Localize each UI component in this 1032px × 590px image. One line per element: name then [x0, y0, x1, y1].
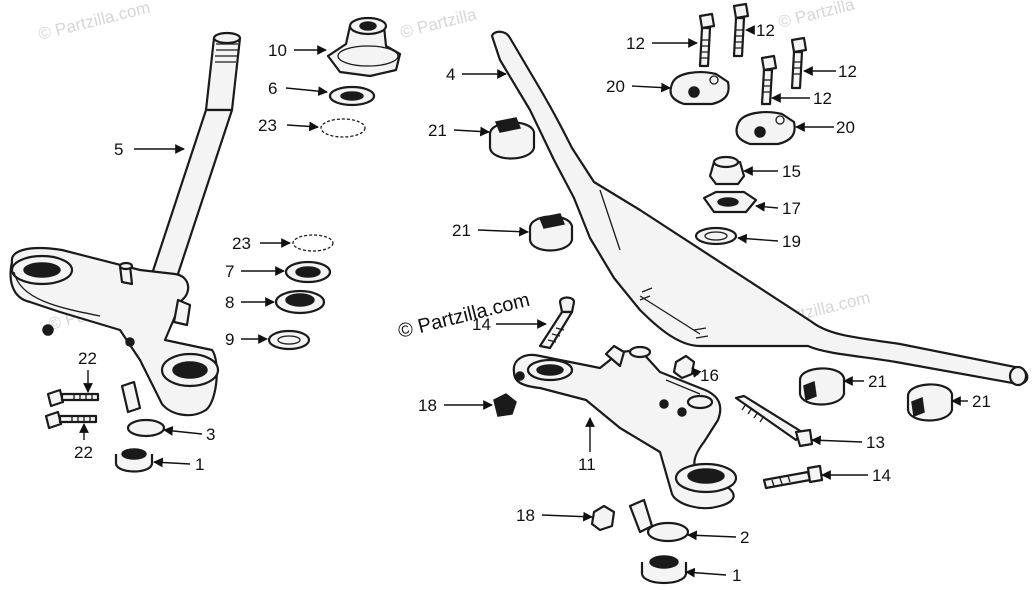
callout-label-c6a: 6 [268, 79, 277, 98]
callout-leader-c1a [153, 457, 191, 468]
callout-label-c23b: 23 [232, 234, 251, 253]
callout-leader-c17 [755, 201, 779, 212]
callout-label-c22a: 22 [78, 349, 97, 368]
callout-label-c21b: 21 [452, 221, 471, 240]
steering-stem [148, 31, 242, 282]
callout-label-c14b: 14 [872, 466, 891, 485]
bolt-14-upper [538, 296, 576, 350]
callout-labels: 1062352378922223142121141811181212121220… [74, 21, 991, 585]
bolt-12-d [790, 36, 808, 90]
callout-label-c20a: 20 [606, 77, 625, 96]
handlebar-holder-upper-a [669, 71, 730, 106]
callout-label-c21c: 21 [868, 372, 887, 391]
callout-label-c14a: 14 [472, 315, 491, 334]
nut-18-lower [590, 504, 616, 532]
callout-label-c16: 16 [700, 366, 719, 385]
callout-leader-c23a [286, 121, 319, 132]
callout-label-c18a: 18 [418, 396, 437, 415]
bolt-22-upper [46, 388, 100, 408]
callout-label-c9: 9 [225, 330, 234, 349]
handlebar [490, 30, 1029, 387]
dust-seal-1-left [114, 448, 154, 473]
callout-leader-c16 [691, 367, 702, 378]
callout-label-c20b: 20 [836, 118, 855, 137]
callout-label-c12c: 12 [838, 62, 857, 81]
callout-label-c18b: 18 [516, 506, 535, 525]
headlight-clamp-3 [120, 380, 166, 438]
fork-bridge-lower [9, 247, 220, 417]
callout-label-c7: 7 [225, 262, 234, 281]
bearing-race-8 [274, 289, 326, 315]
callout-leader-c13 [811, 435, 863, 446]
callout-leader-c19 [737, 233, 779, 244]
dust-seal-9 [267, 329, 311, 351]
wire-clip-21-d [906, 383, 954, 422]
callout-leader-c21b [477, 226, 529, 237]
callout-leader-c18b [541, 511, 593, 522]
stem-nut-15 [708, 155, 746, 186]
callout-label-c10a: 10 [268, 41, 287, 60]
callout-label-c12d: 12 [813, 89, 832, 108]
callout-leader-c3 [163, 426, 203, 436]
bolt-14-lower [762, 464, 824, 490]
callout-label-c22b: 22 [74, 443, 93, 462]
callout-label-c21a: 21 [428, 121, 447, 140]
callout-label-c1b: 1 [732, 566, 741, 585]
callout-label-c3: 3 [206, 425, 215, 444]
steering-stem-nut [326, 16, 402, 78]
callout-label-c17: 17 [782, 199, 801, 218]
ball-bearing-ring-mid [292, 234, 334, 252]
handlebar-holder-upper-b [735, 111, 796, 146]
wire-clip-21-c [798, 367, 846, 406]
callout-leader-c21a [453, 126, 490, 137]
callout-leader-c6a [285, 86, 328, 97]
ball-bearing-ring-top [320, 118, 366, 138]
callout-label-c1a: 1 [195, 455, 204, 474]
callout-label-c8: 8 [225, 293, 234, 312]
wire-clip-21-a [488, 117, 536, 160]
watermark-top-center: © Partzilla [398, 5, 479, 42]
callout-label-c2: 2 [740, 528, 749, 547]
fork-bridge-upper [512, 344, 738, 510]
nut-18-upper [493, 393, 517, 417]
callout-leader-c2 [687, 530, 737, 541]
watermark-top-right: © Partzilla [776, 0, 857, 32]
headlight-clamp-2 [628, 498, 690, 543]
callout-label-c4: 4 [446, 65, 455, 84]
bolt-12-a [698, 12, 716, 68]
callout-label-c15: 15 [782, 162, 801, 181]
callout-leader-c1b [685, 567, 727, 578]
callout-label-c13: 13 [866, 433, 885, 452]
nut-16 [672, 354, 696, 380]
callout-label-c19: 19 [782, 232, 801, 251]
callout-label-c23a: 23 [258, 116, 277, 135]
watermark-main: © Partzilla.com [396, 289, 532, 343]
bolt-12-b [732, 2, 750, 58]
dust-seal-1-right [640, 555, 688, 584]
wire-clip-21-b [528, 213, 574, 252]
bolt-12-c [760, 54, 778, 106]
callout-label-c5: 5 [114, 140, 123, 159]
bolt-22-lower [44, 410, 98, 430]
callout-label-c11: 11 [578, 455, 596, 474]
callout-label-c21d: 21 [972, 392, 991, 411]
watermark-top-left: © Partzilla.com [36, 0, 152, 44]
callout-label-c12a: 12 [626, 34, 645, 53]
bolt-13 [734, 394, 814, 448]
washer-19 [694, 226, 738, 246]
lock-washer-17 [702, 190, 758, 214]
callout-leader-c20a [631, 82, 671, 93]
callout-label-c12b: 12 [756, 21, 775, 40]
